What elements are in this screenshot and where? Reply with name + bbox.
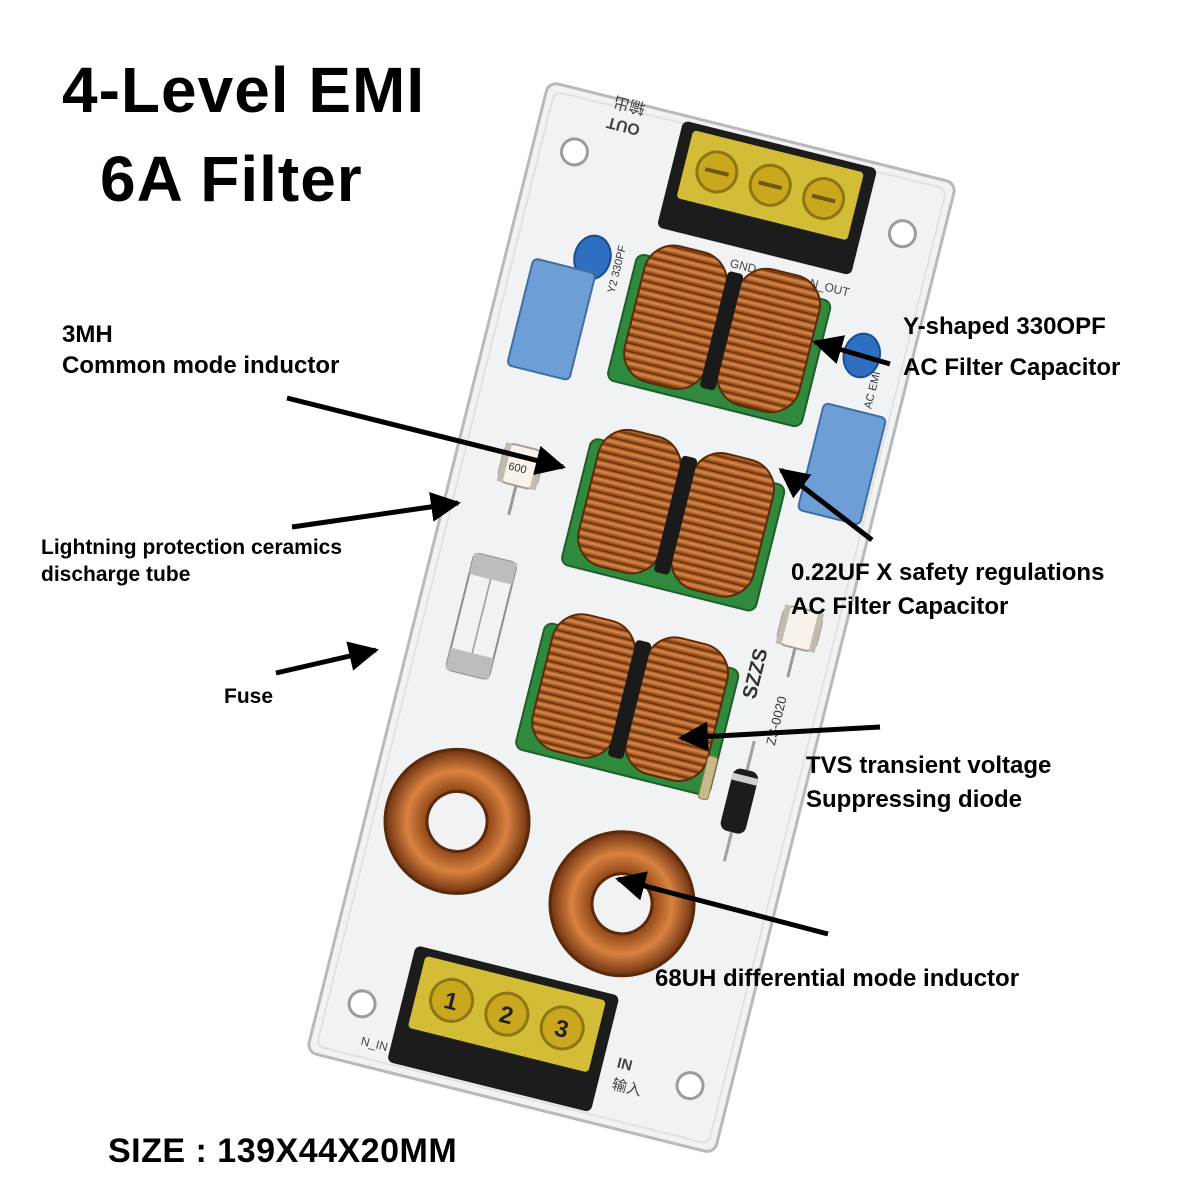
x-capacitor-left [507,258,596,381]
callout-x-capacitor-line2: AC Filter Capacitor [791,592,1009,620]
size-caption: SIZE : 139X44X20MM [108,1132,458,1170]
terminal-number-3: 3 [552,1015,571,1044]
title-line-1: 4-Level EMI [62,54,426,126]
output-terminal-block [658,121,877,275]
callout-tvs-diode: TVS transient voltage Suppressing diode [806,749,1051,816]
callout-tvs-diode-line2: Suppressing diode [806,785,1023,813]
discharge-tube-right [775,604,825,678]
differential-inductor-left [383,747,531,895]
mounting-hole [559,137,589,167]
mounting-hole [347,989,377,1019]
callout-common-mode-inductor-line2: Common mode inductor [62,351,340,379]
n-in-silkscreen: N_IN [359,1034,389,1054]
callout-discharge-tube: Lightning protection ceramics discharge … [41,535,342,589]
callout-discharge-tube-line2: discharge tube [41,562,191,586]
tvs-diode [697,740,759,862]
callout-common-mode-inductor-line1: 3MH [62,321,113,348]
title-line-2: 6A Filter [100,143,363,215]
common-mode-inductor-2 [561,428,786,612]
in-silkscreen: IN [615,1055,634,1075]
terminal-number-1: 1 [441,987,460,1016]
common-mode-inductor-3 [515,613,740,796]
callout-fuse: Fuse [224,685,274,708]
common-mode-inductor-1 [607,244,832,428]
callout-discharge-tube-line1: Lightning protection ceramics [41,536,343,559]
callout-differential-inductor: 68UH differential mode inductor [655,965,1020,992]
input-terminal-block [388,946,619,1112]
callout-common-mode-inductor: 3MH Common mode inductor [62,320,339,381]
callout-tvs-diode-line1: TVS transient voltage [806,752,1052,779]
callout-y-capacitor-line2: AC Filter Capacitor [903,353,1121,381]
fuse [445,552,518,680]
callout-x-capacitor-line1: 0.22UF X safety regulations [791,559,1105,586]
gnd-silkscreen: GND [729,256,759,276]
pcb-plate: OUT 输出 GND N_OUT Y2 330PF AC EMI [307,82,956,1153]
mounting-hole [675,1071,705,1101]
callout-x-capacitor: 0.22UF X safety regulations AC Filter Ca… [791,556,1104,623]
mounting-hole [887,219,917,249]
callout-y-capacitor-line1: Y-shaped 330OPF [903,313,1106,340]
terminal-number-2: 2 [496,1001,515,1030]
callout-y-capacitor: Y-shaped 330OPF AC Filter Capacitor [903,307,1120,389]
